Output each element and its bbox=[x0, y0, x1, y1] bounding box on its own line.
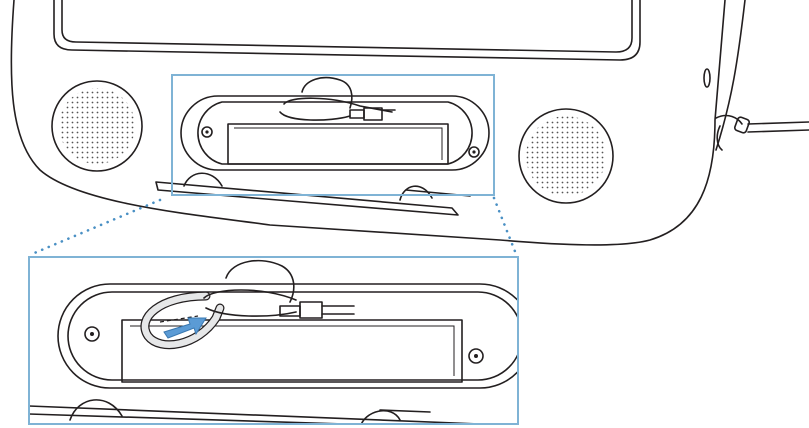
detail-frame bbox=[28, 256, 519, 425]
insert-arrow-icon bbox=[163, 317, 207, 339]
detail-view bbox=[29, 259, 518, 424]
power-cable bbox=[715, 114, 809, 151]
callout-line-right bbox=[492, 196, 518, 256]
screw bbox=[468, 146, 480, 158]
right-speaker-grille bbox=[518, 108, 614, 204]
access-door-assembly bbox=[155, 76, 490, 216]
highlight-region bbox=[171, 74, 495, 196]
side-button bbox=[703, 68, 711, 88]
computer-body bbox=[10, 0, 746, 246]
internal-cable bbox=[141, 292, 224, 348]
screw bbox=[201, 126, 213, 138]
left-speaker-grille bbox=[51, 80, 143, 172]
callout-line-left bbox=[30, 198, 162, 256]
connector bbox=[299, 301, 323, 319]
